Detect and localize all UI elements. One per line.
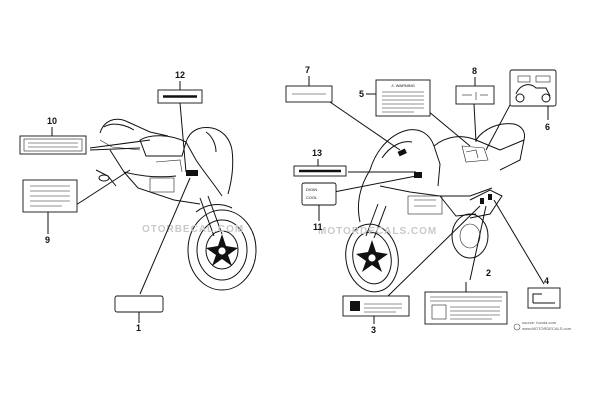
label-12[interactable]: 12 <box>157 70 203 104</box>
watermark-left: OTORBECAL.COM <box>142 224 244 235</box>
credit-line2: www.MOTORDECALS.com <box>522 326 572 331</box>
source-credit: source: honda.com www.MOTORDECALS.com <box>513 320 572 331</box>
right-decal-marker-windscreen <box>397 148 407 157</box>
callout-3: 3 <box>371 325 376 335</box>
callout-6: 6 <box>545 122 550 132</box>
callout-5: 5 <box>359 89 364 99</box>
leader-lines <box>75 101 545 297</box>
right-decal-marker-frame <box>414 172 422 178</box>
label-13[interactable]: 13 <box>293 148 347 177</box>
callout-4: 4 <box>544 276 549 286</box>
label-10[interactable]: 10 <box>19 116 87 155</box>
callout-7: 7 <box>305 65 310 75</box>
tag-line2: COOL <box>306 195 318 200</box>
label-1[interactable]: 1 <box>114 295 164 333</box>
label-4[interactable]: 4 <box>527 276 561 309</box>
tag-line1: DIGIN <box>306 187 317 192</box>
warning-title: ⚠ WARNING <box>391 83 415 88</box>
motorcycle-left-illustration <box>95 118 257 291</box>
callout-1: 1 <box>136 323 141 333</box>
label-6[interactable]: 6 <box>509 69 557 132</box>
credit-line1: source: honda.com <box>522 320 557 325</box>
motorcycle-right-illustration <box>345 123 525 293</box>
callout-8: 8 <box>472 66 477 76</box>
label-2[interactable]: 2 <box>424 268 508 325</box>
watermark-right: MOTORDECALS.COM <box>318 226 437 237</box>
label-7[interactable]: 7 <box>285 65 333 103</box>
callout-13: 13 <box>312 148 322 158</box>
callout-12: 12 <box>175 70 185 80</box>
left-decal-marker <box>186 170 198 176</box>
callout-11: 11 <box>313 222 323 232</box>
label-11[interactable]: DIGIN COOL 11 <box>301 182 337 232</box>
label-8[interactable]: 8 <box>455 66 495 105</box>
label-5-warning[interactable]: ⚠ WARNING 5 <box>359 79 431 117</box>
callout-9: 9 <box>45 235 50 245</box>
label-9[interactable]: 9 <box>22 179 78 245</box>
callout-10: 10 <box>47 116 57 126</box>
label-3[interactable]: 3 <box>342 295 410 335</box>
callout-2: 2 <box>486 268 491 278</box>
